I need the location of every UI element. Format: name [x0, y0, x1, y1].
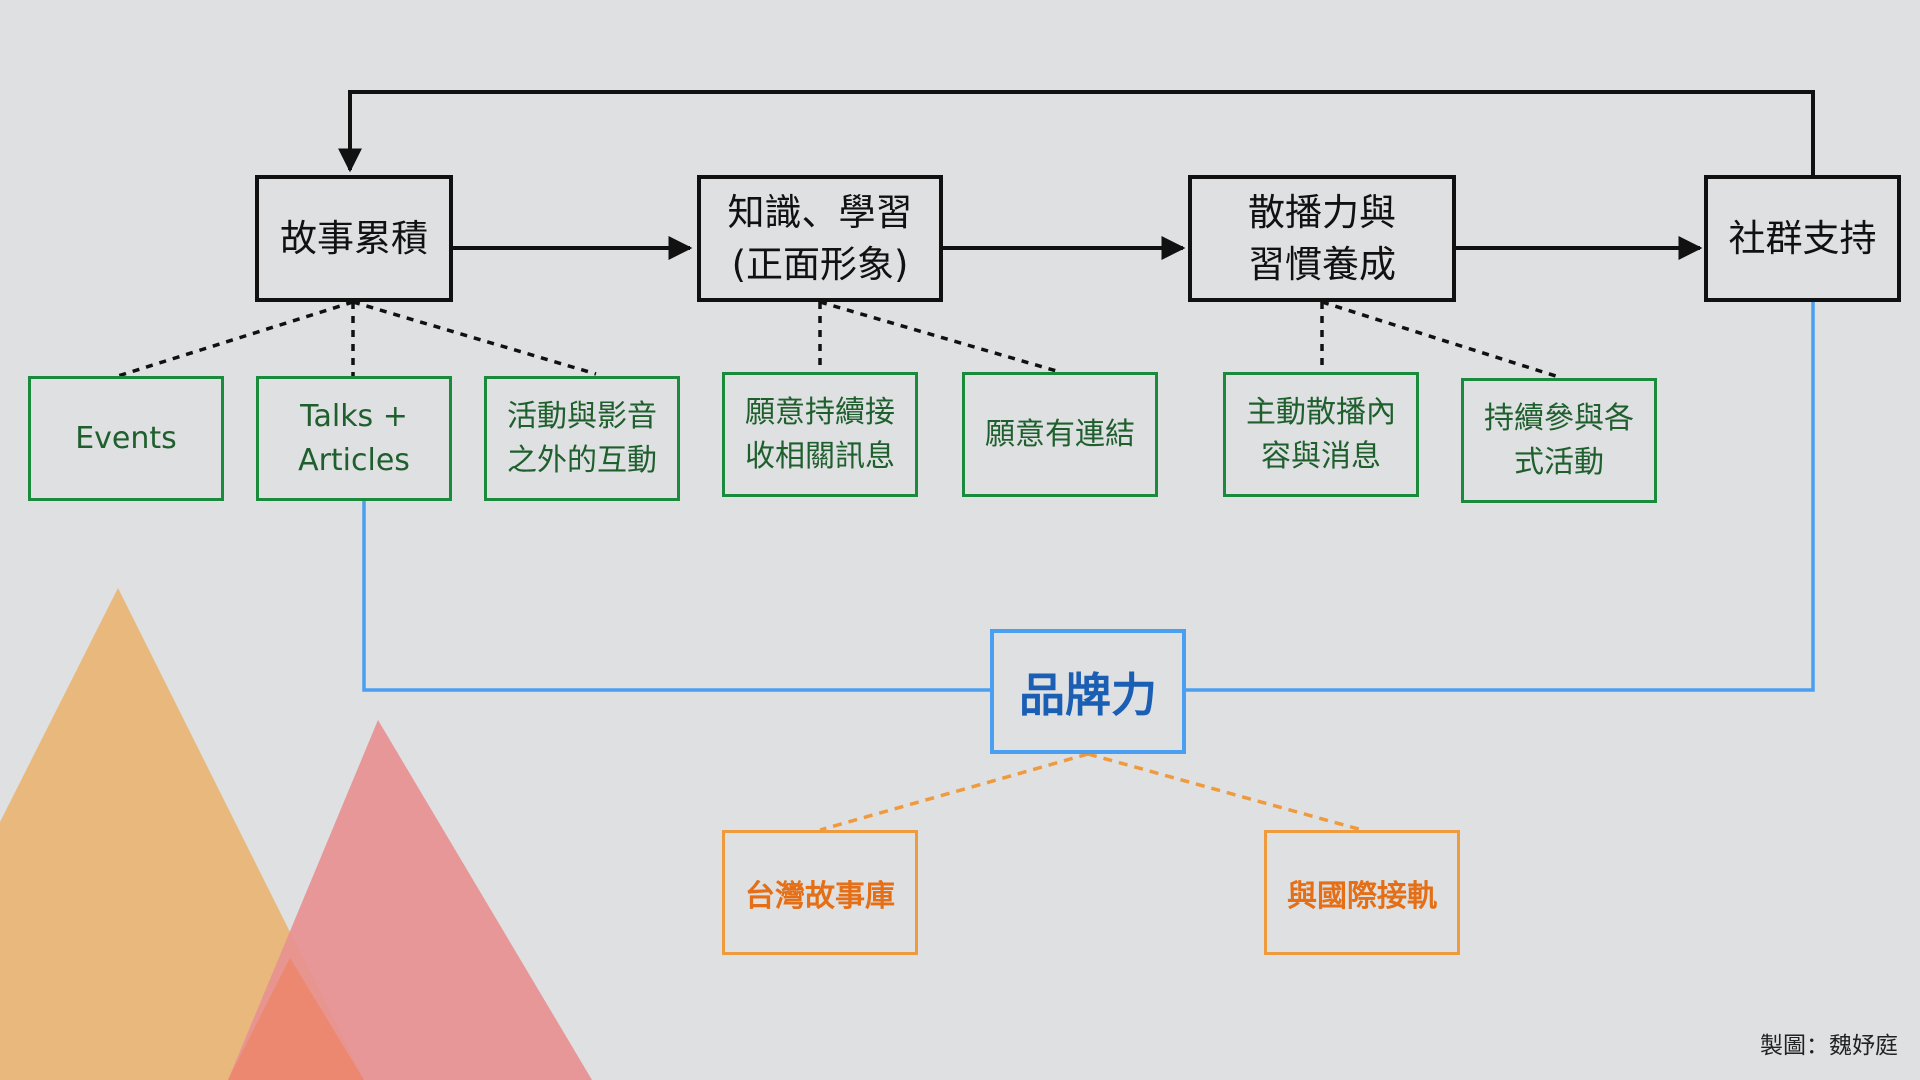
outcome-taiwan-story-bank: 台灣故事庫 [722, 830, 918, 955]
decor-triangle-right [228, 720, 592, 1080]
outcome-international: 與國際接軌 [1264, 830, 1460, 955]
subnode-receive-info: 願意持續接 收相關訊息 [722, 372, 918, 497]
subnode-want-connection: 願意有連結 [962, 372, 1158, 497]
node-knowledge: 知識、學習 (正面形象) [697, 175, 943, 302]
brand-link-right [1186, 302, 1815, 692]
subnode-other-interactions: 活動與影音 之外的互動 [484, 376, 680, 501]
subnode-join-activities: 持續參與各 式活動 [1461, 378, 1657, 503]
decor-triangle-left [0, 588, 364, 1080]
node-spread: 散播力與 習慣養成 [1188, 175, 1456, 302]
node-brand: 品牌力 [990, 629, 1186, 754]
node-community: 社群支持 [1704, 175, 1901, 302]
decor-triangle-overlap [228, 958, 364, 1080]
outcome-connectors [819, 752, 1363, 832]
subnode-events: Events [28, 376, 224, 501]
brand-link-left [362, 501, 990, 692]
subnode-talks-articles: Talks + Articles [256, 376, 452, 501]
diagram-credit: 製圖：魏妤庭 [1760, 1033, 1898, 1059]
dotted-connectors [117, 300, 1563, 380]
node-story: 故事累積 [255, 175, 453, 302]
subnode-spread-content: 主動散播內 容與消息 [1223, 372, 1419, 497]
feedback-loop-line [338, 90, 1815, 176]
